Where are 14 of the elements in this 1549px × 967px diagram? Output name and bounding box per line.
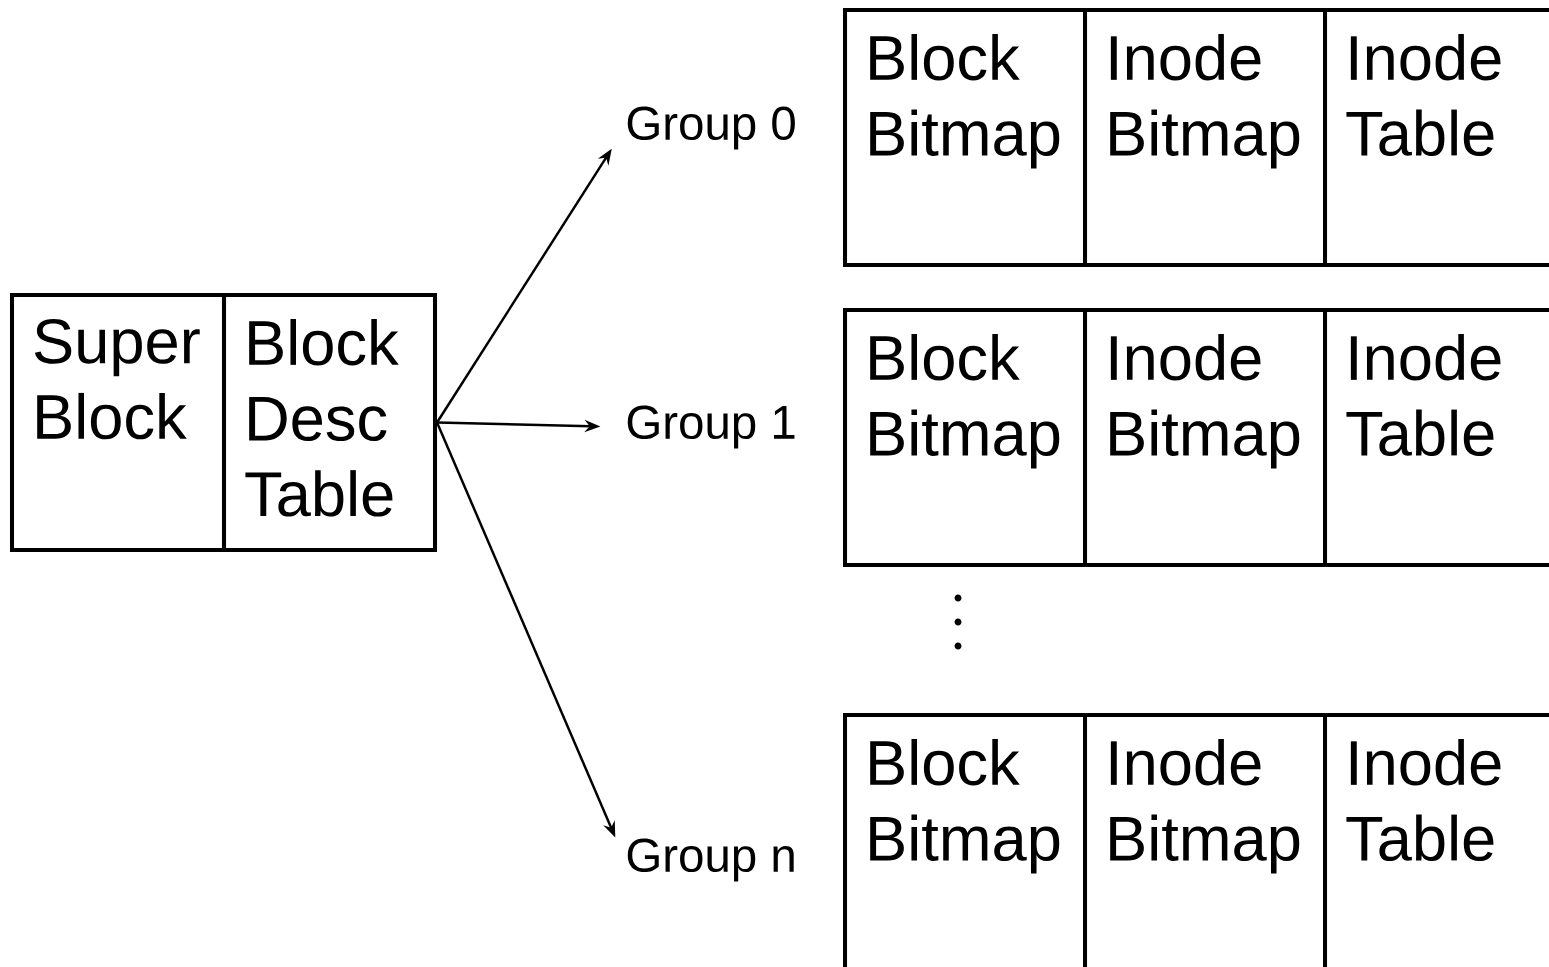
table-cell: Inode Bitmap [1083,713,1325,967]
table-cell: Super Block [10,293,226,553]
group-label: Group 1 [627,405,795,449]
table-cell: Inode Bitmap [1083,308,1325,568]
table-cell: Inode Bitmap [1083,8,1325,267]
table-cell: Block Bitmap [843,308,1085,568]
table-cell: Block Bitmap [843,713,1085,967]
table-cell: Block Desc Table [222,293,438,553]
table-cell: Inode Table [1323,308,1549,568]
group-label: Group 0 [627,106,795,150]
table-cell: Block Bitmap [843,8,1085,267]
group-label: Group n [627,838,794,882]
table-cell: Inode Table [1323,713,1549,967]
table-cell: Inode Table [1323,8,1549,267]
